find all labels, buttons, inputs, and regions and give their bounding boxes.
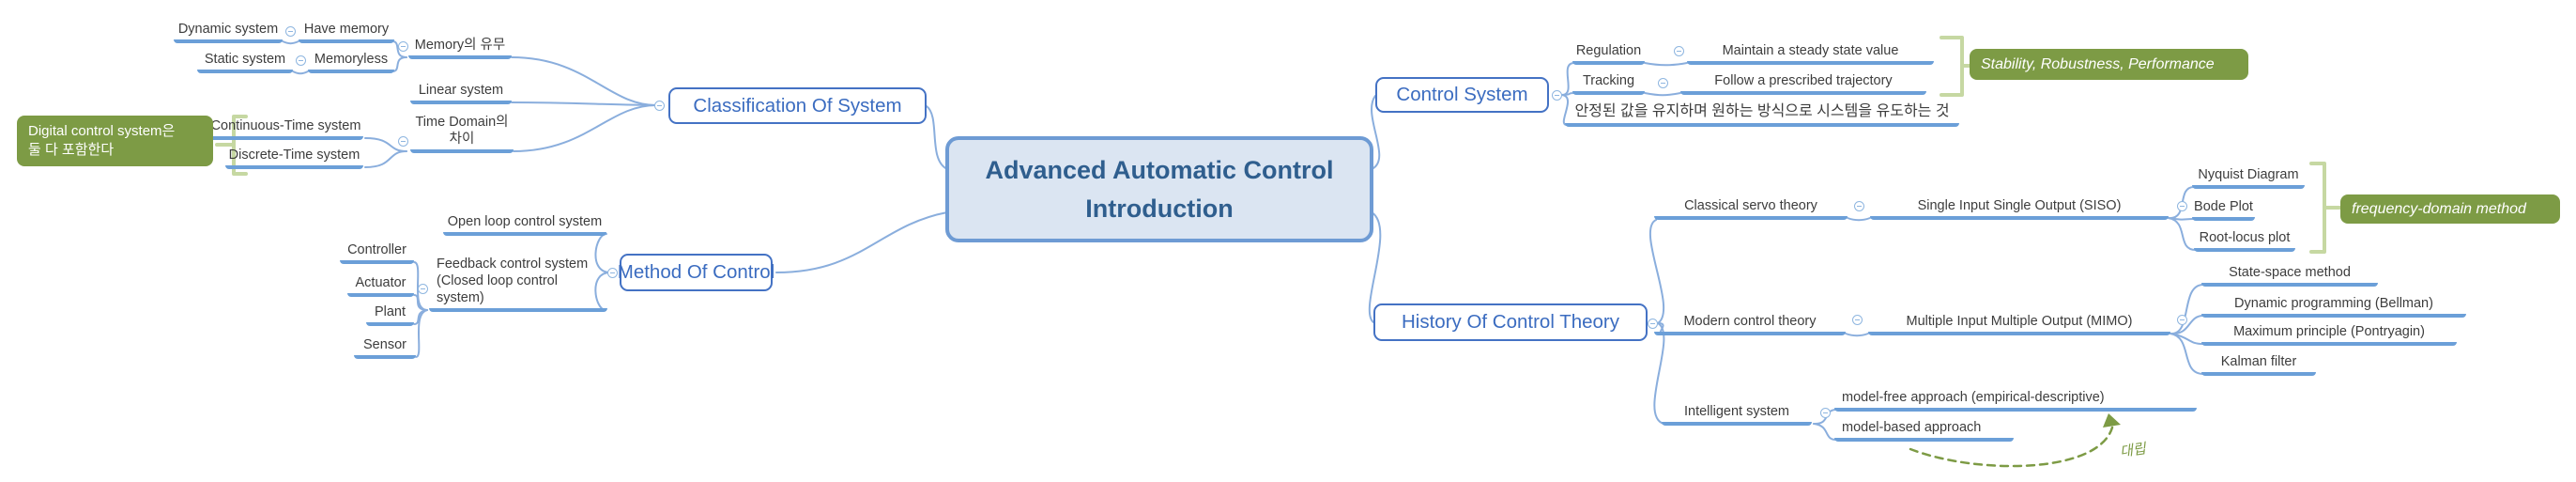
node-nyquist-diagram[interactable]: Nyquist Diagram — [2192, 164, 2305, 189]
collapse-icon-control-system[interactable] — [1552, 90, 1562, 101]
node-have-memory[interactable]: Have memory — [299, 21, 394, 43]
node-sensor[interactable]: Sensor — [354, 337, 416, 359]
collapse-icon-method[interactable] — [607, 268, 618, 278]
node-kalman-filter[interactable]: Kalman filter — [2201, 351, 2316, 376]
node-root-locus-plot[interactable]: Root-locus plot — [2194, 227, 2295, 252]
node-time-domain[interactable]: Time Domain의 차이 — [410, 115, 514, 153]
curve-center-classification — [926, 105, 948, 170]
node-memory-group[interactable]: Memory의 유무 — [408, 37, 512, 59]
curve — [1644, 92, 1681, 97]
curve — [415, 309, 428, 358]
curve — [2170, 333, 2204, 375]
curve — [282, 40, 299, 45]
note-digital-control-system[interactable]: Digital control system은 둘 다 포함한다 — [17, 116, 213, 166]
collapse-icon-modern[interactable] — [1852, 315, 1863, 325]
curve-center-method — [775, 211, 948, 273]
curve — [364, 150, 407, 168]
node-maximum-principle[interactable]: Maximum principle (Pontryagin) — [2201, 321, 2457, 346]
curve-center-control — [1371, 95, 1381, 170]
node-open-loop-control-system[interactable]: Open loop control system — [443, 213, 606, 236]
node-dynamic-system[interactable]: Dynamic system — [174, 21, 283, 43]
curve — [292, 70, 309, 75]
topic-history-of-control-theory[interactable]: History Of Control Theory — [1373, 303, 1648, 341]
collapse-icon-tracking[interactable] — [1658, 78, 1668, 88]
curve — [1813, 423, 1837, 441]
collapse-icon-memory-group[interactable] — [398, 41, 408, 52]
bracket-stability-note — [1940, 36, 1971, 97]
collapse-icon-have-memory[interactable] — [285, 26, 296, 37]
node-bode-plot[interactable]: Bode Plot — [2192, 196, 2255, 221]
collapse-icon-classification[interactable] — [654, 101, 665, 111]
central-topic[interactable]: Advanced Automatic Control Introduction — [945, 136, 1373, 242]
node-continuous-time-system[interactable]: Continuous-Time system — [208, 117, 363, 140]
node-modern-control-theory[interactable]: Modern control theory — [1654, 311, 1846, 335]
collapse-icon-classical[interactable] — [1854, 201, 1864, 211]
node-follow-trajectory[interactable]: Follow a prescribed trajectory — [1680, 70, 1926, 95]
node-linear-system[interactable]: Linear system — [410, 82, 512, 104]
node-static-system[interactable]: Static system — [197, 51, 293, 73]
node-feedback-control-system[interactable]: Feedback control system (Closed loop con… — [429, 257, 607, 312]
topic-control-system[interactable]: Control System — [1375, 77, 1549, 113]
curve — [1648, 219, 1665, 324]
opposition-arrow — [1909, 413, 2121, 468]
curve — [1653, 322, 1665, 425]
opposition-arrow-head — [2103, 413, 2121, 428]
curve-center-history — [1368, 211, 1382, 323]
opposition-arrow-curve — [1909, 426, 2114, 468]
collapse-icon-intelligent[interactable] — [1820, 408, 1831, 418]
curve — [511, 101, 657, 106]
node-maintain-steady-state[interactable]: Maintain a steady state value — [1687, 40, 1934, 65]
curve — [2168, 217, 2197, 251]
node-control-summary-korean[interactable]: 안정된 값을 유지하며 원하는 방식으로 시스템을 유도하는 것 — [1565, 99, 1959, 127]
curve — [1644, 62, 1688, 67]
curve — [391, 56, 407, 72]
node-memoryless[interactable]: Memoryless — [308, 51, 394, 73]
note-frequency-domain-method[interactable]: frequency-domain method — [2340, 194, 2560, 224]
note-stability-robustness-performance[interactable]: Stability, Robustness, Performance — [1970, 49, 2248, 80]
node-regulation[interactable]: Regulation — [1572, 40, 1645, 65]
node-mimo[interactable]: Multiple Input Multiple Output (MIMO) — [1868, 311, 2170, 335]
node-tracking[interactable]: Tracking — [1572, 70, 1645, 95]
curve — [2170, 315, 2204, 335]
curve — [2170, 284, 2204, 335]
node-plant[interactable]: Plant — [366, 304, 414, 326]
collapse-icon-memoryless[interactable] — [296, 55, 306, 66]
curve — [1561, 94, 1569, 126]
node-controller[interactable]: Controller — [340, 242, 414, 264]
node-dynamic-programming[interactable]: Dynamic programming (Bellman) — [2201, 293, 2466, 318]
curve — [511, 56, 657, 106]
node-discrete-time-system[interactable]: Discrete-Time system — [225, 147, 363, 169]
collapse-icon-time-domain[interactable] — [398, 136, 408, 147]
node-model-based-approach[interactable]: model-based approach — [1834, 417, 2014, 442]
opposition-label[interactable]: 대립 — [2119, 441, 2147, 460]
curve — [1847, 217, 1871, 222]
curve — [1845, 333, 1869, 337]
node-actuator[interactable]: Actuator — [347, 275, 414, 297]
curve — [513, 104, 657, 152]
node-state-space-method[interactable]: State-space method — [2201, 262, 2378, 287]
bracket-digital-note — [215, 115, 248, 176]
curve — [413, 294, 428, 311]
node-classical-servo-theory[interactable]: Classical servo theory — [1654, 195, 1848, 220]
summary-brackets — [215, 36, 2341, 254]
collapse-icon-siso[interactable] — [2177, 201, 2187, 211]
topic-classification-of-system[interactable]: Classification Of System — [668, 87, 927, 124]
node-model-free-approach[interactable]: model-free approach (empirical-descripti… — [1834, 387, 2197, 412]
collapse-icon-mimo[interactable] — [2177, 315, 2187, 325]
collapse-icon-feedback[interactable] — [418, 284, 428, 294]
collapse-icon-regulation[interactable] — [1674, 46, 1684, 56]
topic-method-of-control[interactable]: Method Of Control — [618, 254, 774, 291]
node-siso[interactable]: Single Input Single Output (SISO) — [1870, 195, 2169, 220]
node-intelligent-system[interactable]: Intelligent system — [1662, 401, 1812, 426]
bracket-frequency-note — [2309, 162, 2341, 254]
collapse-icon-history[interactable] — [1648, 319, 1658, 329]
